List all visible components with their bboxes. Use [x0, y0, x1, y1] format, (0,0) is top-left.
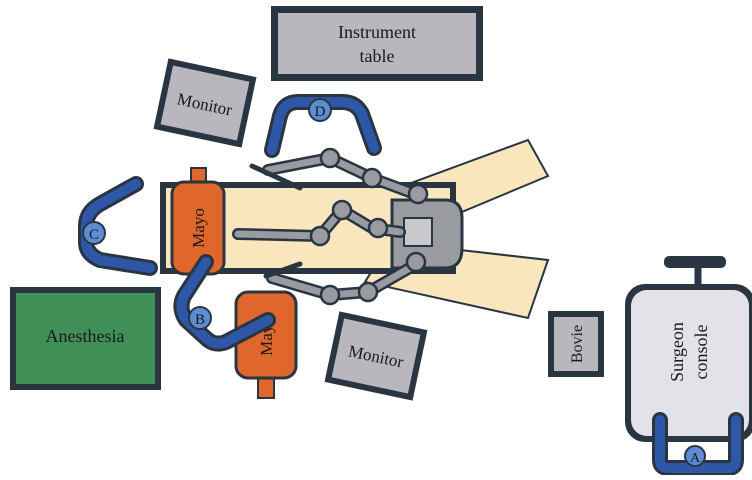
instrument-table-label-line1: Instrument [338, 22, 416, 42]
mayo-top-label: Mayo [189, 208, 208, 248]
robot-cart [390, 198, 464, 270]
position-b-label: B [195, 312, 205, 328]
bovie-label: Bovie [569, 325, 586, 363]
position-a-label: A [690, 451, 701, 466]
robot-instruments [249, 163, 303, 279]
staff-position-a: A [652, 412, 744, 476]
robot-joints [309, 147, 429, 306]
position-d-label: D [315, 104, 326, 120]
bovie-unit: Bovie [548, 311, 604, 377]
staff-position-d: D [264, 94, 382, 158]
monitor-top: Monitor [153, 58, 257, 148]
anesthesia-label: Anesthesia [46, 326, 125, 346]
instrument-table: Instrument table [271, 6, 483, 81]
position-c-label: C [89, 227, 99, 243]
surgeon-console-label-line2: console [691, 324, 711, 379]
mayo-stand-top: Mayo [170, 167, 226, 276]
surgeon-console-label-line1: Surgeon [667, 322, 687, 382]
surgeon-console: Surgeon console [625, 256, 752, 442]
staff-position-c: C [78, 176, 158, 276]
staff-position-b: B [173, 254, 276, 352]
instrument-table-label-line2: table [360, 46, 395, 66]
monitor-bottom: Monitor [324, 311, 428, 401]
anesthesia-station: Anesthesia [10, 287, 161, 390]
mayo-stand-bottom: Mayo [234, 290, 298, 399]
